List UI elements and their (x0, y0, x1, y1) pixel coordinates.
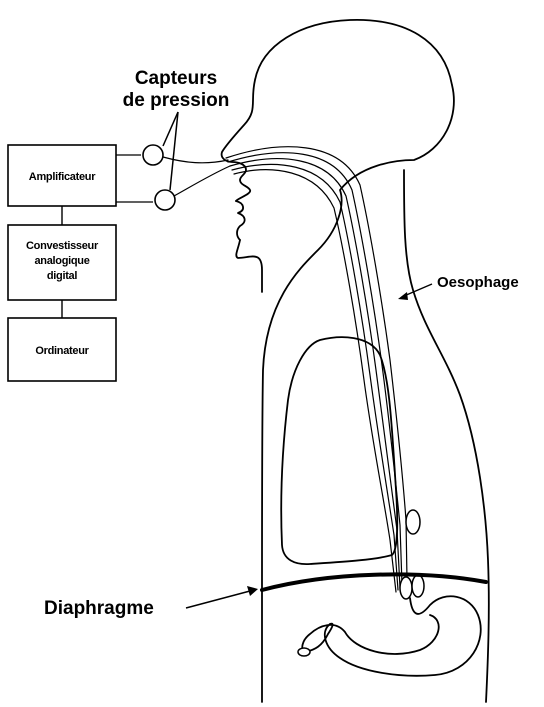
gastric-balloon-left (400, 577, 412, 599)
diaphragm-label: Diaphragme (44, 598, 154, 619)
esophagus-label: Oesophage (437, 274, 519, 291)
catheter-1 (226, 147, 407, 580)
sensor-pointer-lower (170, 112, 178, 190)
pressure-sensors-label-line1: Capteurs (135, 68, 217, 89)
pressure-sensors (143, 112, 230, 210)
esophagus-arrow-line (404, 284, 432, 296)
pylorus (298, 648, 310, 656)
catheter-4 (232, 164, 398, 590)
instrument-chain: Amplificateur Convestisseur analogique d… (8, 145, 153, 381)
esophagus-arrow-head (398, 292, 408, 300)
computer-label: Ordinateur (35, 345, 89, 357)
pressure-sensor-upper (143, 145, 163, 165)
sensor-tube-lower (174, 166, 230, 196)
diaphragm-arrow-line (186, 591, 250, 608)
pressure-sensors-label-line2: de pression (123, 90, 230, 111)
catheter-3 (230, 159, 400, 588)
converter-label-line3: digital (47, 270, 78, 282)
chin-neck-outline (236, 240, 262, 292)
human-silhouette (222, 20, 489, 702)
diaphragm (262, 574, 486, 590)
lung (281, 337, 397, 564)
esophageal-balloon (406, 510, 420, 534)
lips-outline (236, 201, 245, 240)
head-and-back-outline (222, 20, 454, 702)
amplifier-label: Amplificateur (29, 171, 96, 183)
back-outline (404, 170, 489, 702)
catheter-5 (234, 170, 396, 592)
converter-label-line1: Convestisseur (26, 240, 99, 252)
converter-label-line2: analogique (34, 255, 89, 267)
esophageal-catheters (226, 147, 407, 592)
stomach (302, 596, 480, 675)
diaphragm-arrow-head (247, 586, 258, 596)
pressure-sensor-lower (155, 190, 175, 210)
gastric-balloon-right (412, 575, 424, 597)
